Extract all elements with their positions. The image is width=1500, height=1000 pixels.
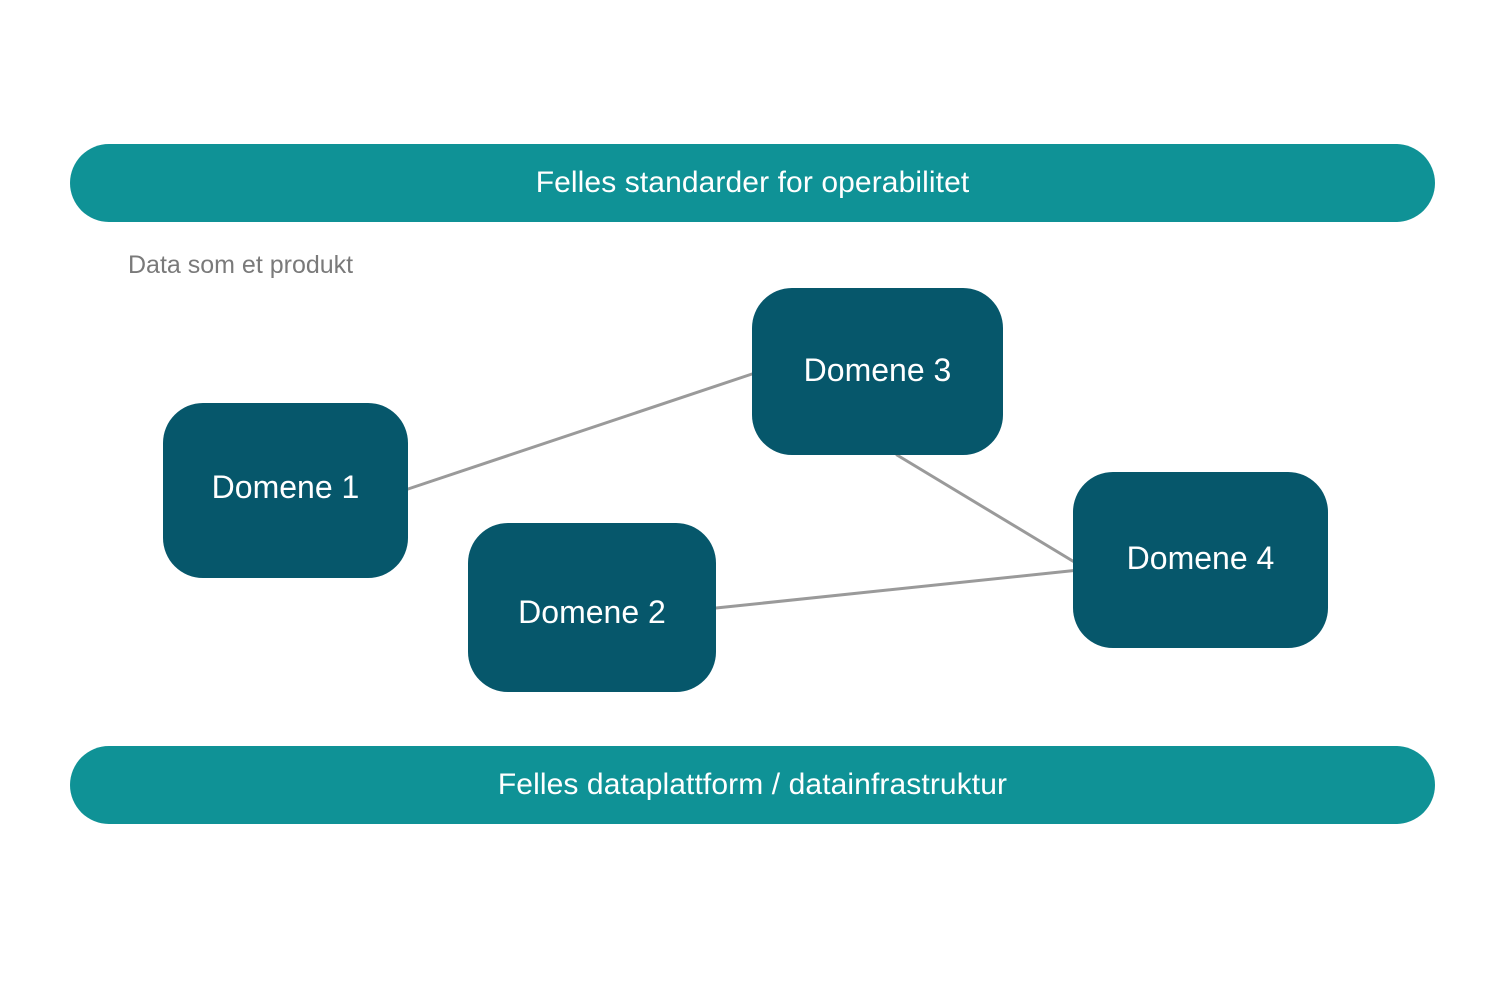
caption-data-som-et-produkt: Data som et produkt bbox=[128, 251, 354, 279]
node-domene-3-label: Domene 3 bbox=[803, 351, 952, 388]
bottom-band-felles-dataplattform: Felles dataplattform / datainfrastruktur bbox=[70, 746, 1435, 824]
bottom-band-label: Felles dataplattform / datainfrastruktur bbox=[497, 768, 1008, 801]
top-band-label: Felles standarder for operabilitet bbox=[535, 166, 970, 199]
edge-domene-1-domene-3 bbox=[406, 372, 754, 491]
node-domene-2[interactable]: Domene 2 bbox=[468, 523, 716, 692]
node-domene-1[interactable]: Domene 1 bbox=[163, 403, 408, 578]
node-domene-4[interactable]: Domene 4 bbox=[1073, 472, 1328, 648]
node-domene-4-label: Domene 4 bbox=[1126, 540, 1275, 576]
edge-domene-2-domene-4 bbox=[714, 568, 1081, 610]
node-domene-2-label: Domene 2 bbox=[518, 593, 666, 630]
node-domene-1-label: Domene 1 bbox=[211, 468, 360, 505]
node-domene-3[interactable]: Domene 3 bbox=[752, 288, 1003, 455]
edge-domene-3-domene-4 bbox=[895, 453, 1078, 565]
top-band-felles-standarder: Felles standarder for operabilitet bbox=[70, 144, 1435, 222]
